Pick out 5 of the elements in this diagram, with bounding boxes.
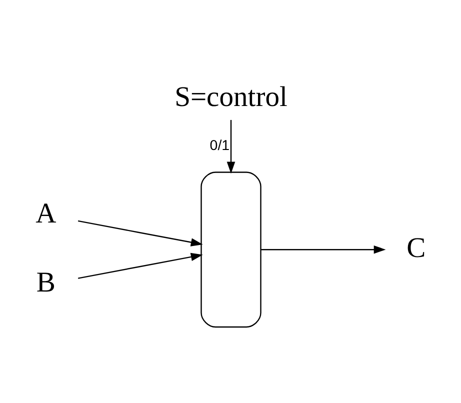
- edge-label: 0/1: [209, 137, 230, 154]
- node-text: S=control: [174, 81, 287, 112]
- node-text: C: [406, 232, 426, 264]
- node-text: B: [36, 267, 55, 298]
- node-text: A: [35, 198, 56, 229]
